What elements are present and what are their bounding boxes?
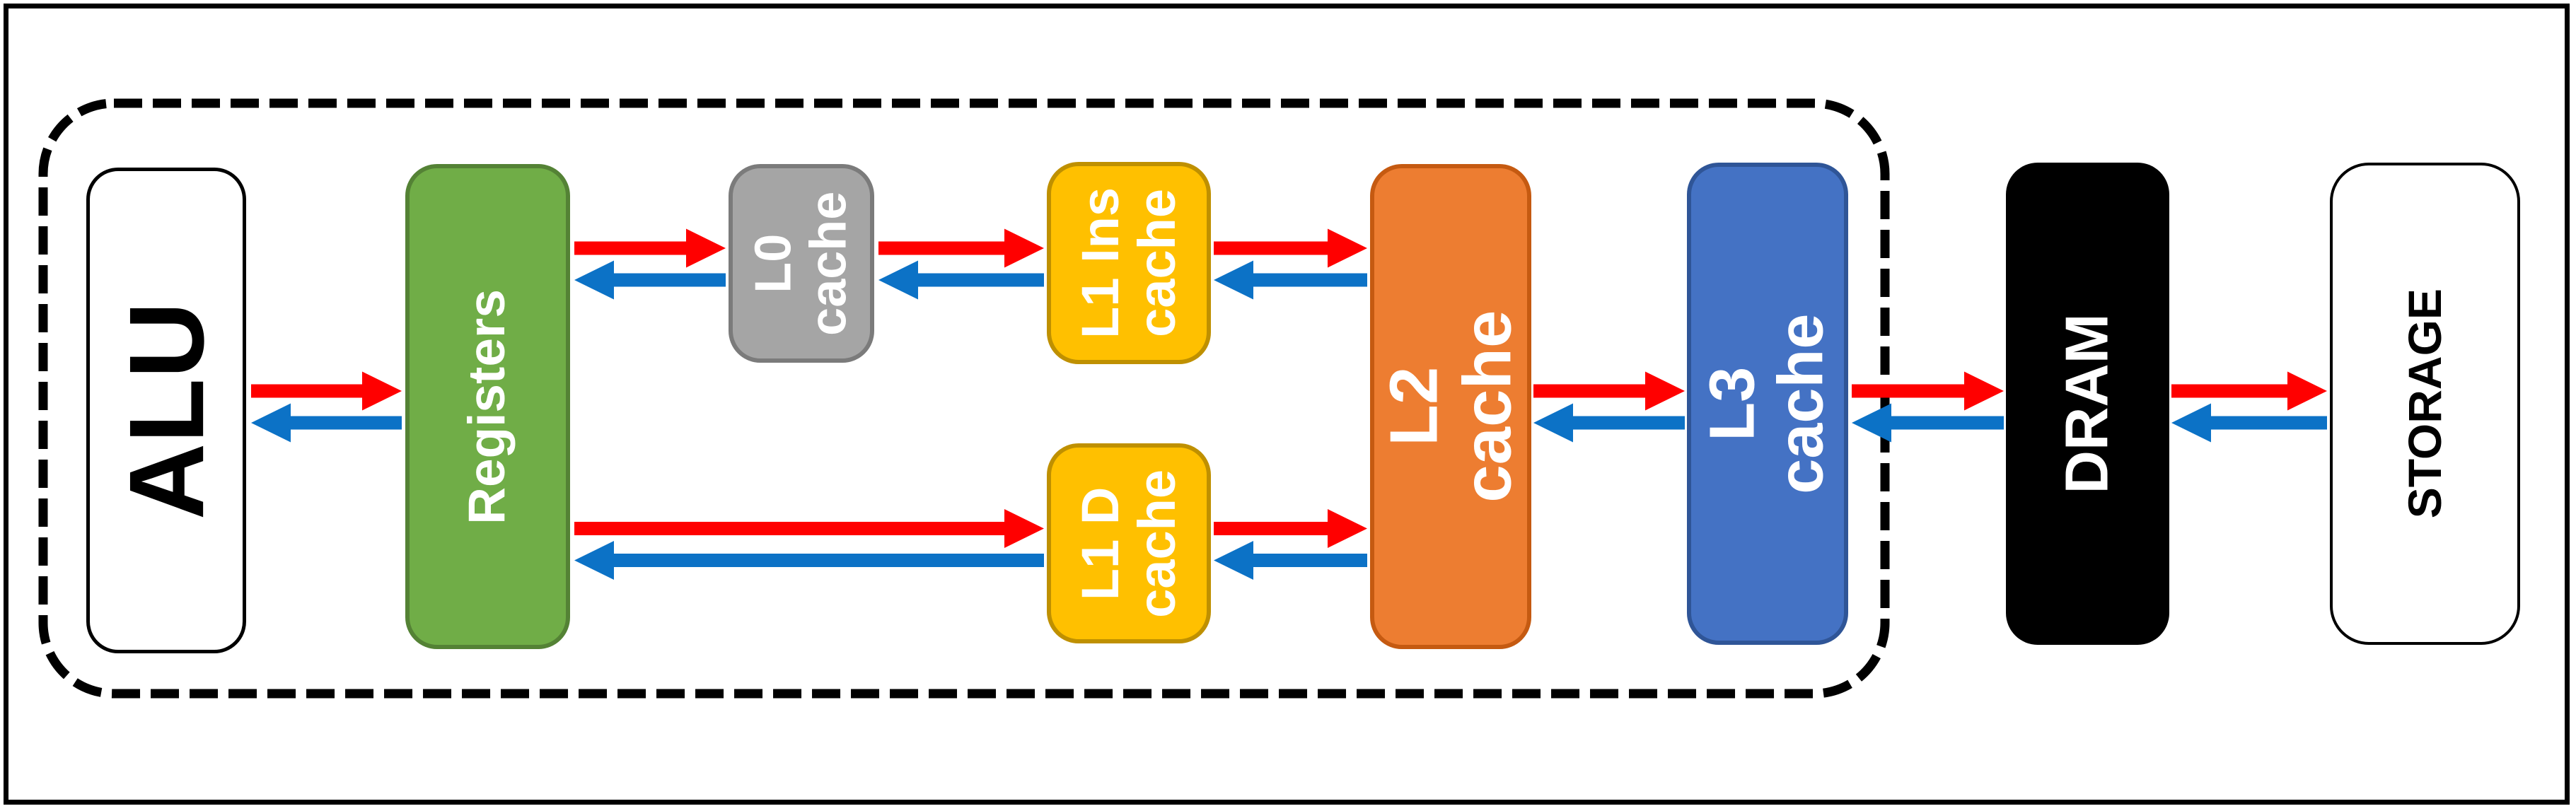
arrow-l2-to-l3-red [1533, 371, 1685, 411]
arrow-registers-to-alu-blue [251, 403, 402, 443]
arrow-registers-to-l1d-red [574, 509, 1044, 548]
l2-cache-box: L2 cache [1370, 164, 1531, 649]
arrow-l1ins-to-l0-blue [878, 260, 1044, 300]
alu-label: ALU [107, 301, 226, 520]
l1-d-cache-box: L1 D cache [1047, 443, 1211, 643]
storage-box: STORAGE [2330, 163, 2520, 645]
arrow-l1d-to-registers-blue [574, 541, 1044, 580]
arrow-registers-to-l0-red [574, 228, 726, 268]
arrow-alu-to-registers-red [251, 371, 402, 411]
arrow-l1d-to-l2-red [1214, 509, 1367, 548]
l3-cache-label: L3 cache [1697, 313, 1837, 494]
cpu-boundary-dashed-rect [38, 98, 1890, 699]
arrow-dram-to-storage-red [2171, 371, 2327, 411]
arrow-l2-to-l1d-blue [1214, 541, 1367, 580]
arrow-l0-to-registers-blue [574, 260, 726, 300]
arrow-l0-to-l1ins-red [878, 228, 1044, 268]
l1-ins-cache-label: L1 Ins cache [1071, 187, 1186, 339]
l1-d-cache-label: L1 D cache [1071, 469, 1186, 618]
l0-cache-label: L0 cache [745, 191, 857, 336]
arrow-l2-to-l1ins-blue [1214, 260, 1367, 300]
dram-box: DRAM [2006, 163, 2169, 645]
arrow-l3-to-l2-blue [1533, 403, 1685, 443]
l2-cache-label: L2 cache [1376, 310, 1526, 503]
arrow-storage-to-dram-blue [2171, 403, 2327, 443]
l1-ins-cache-box: L1 Ins cache [1047, 162, 1211, 364]
arrow-l1ins-to-l2-red [1214, 228, 1367, 268]
registers-box: Registers [405, 164, 570, 649]
l3-cache-box: L3 cache [1687, 163, 1848, 645]
storage-label: STORAGE [2398, 288, 2451, 519]
arrow-dram-to-l3-blue [1852, 403, 2004, 443]
arrow-l3-to-dram-red [1852, 371, 2004, 411]
l0-cache-box: L0 cache [729, 164, 874, 363]
registers-label: Registers [458, 288, 516, 525]
dram-label: DRAM [2053, 313, 2121, 494]
alu-box: ALU [86, 168, 246, 653]
